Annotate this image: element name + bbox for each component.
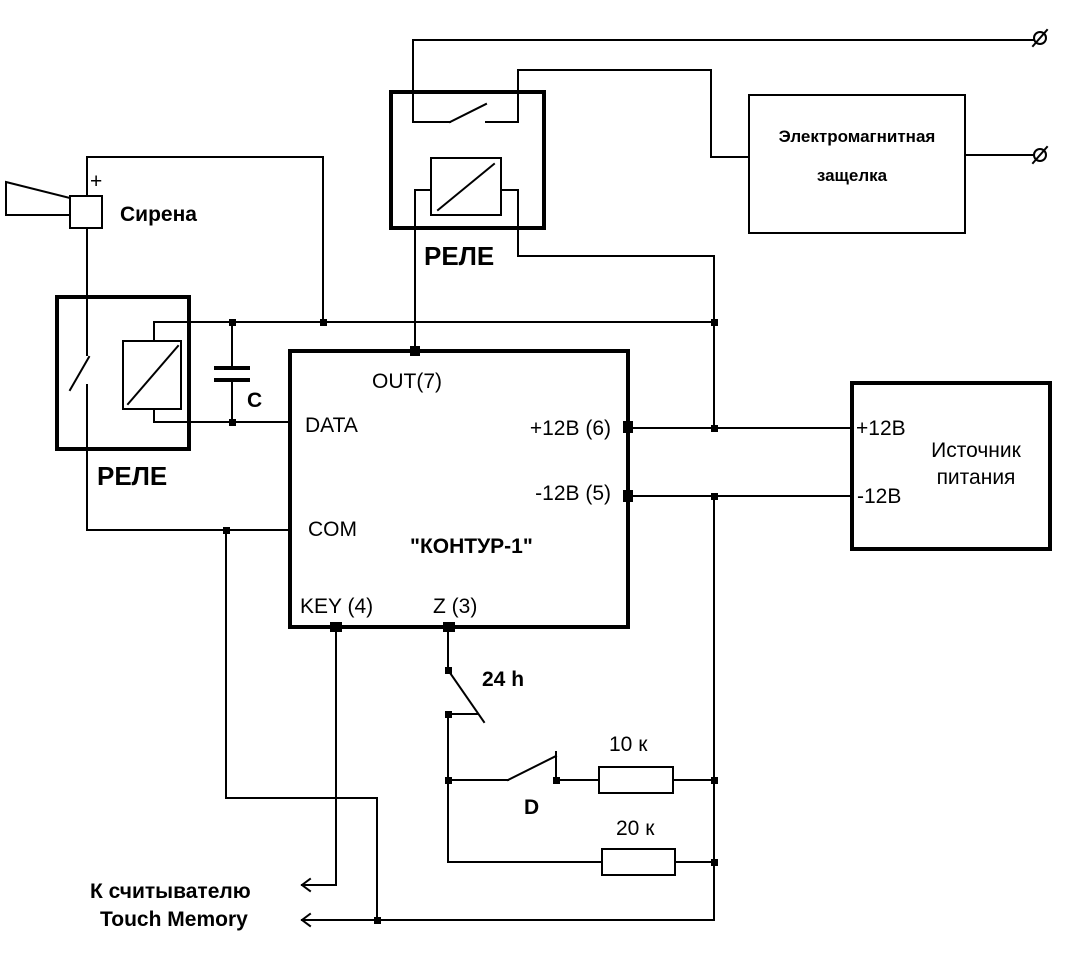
resistor-10k-label: 10 к [609,733,648,756]
reader-label-line2: Touch Memory [100,908,248,931]
reader-arrow-icon [300,877,312,928]
capacitor-label: C [247,389,262,412]
top-relay-box [389,90,546,230]
controller-plus12-label: +12В (6) [530,417,611,440]
reader-label-line1: К считывателю [90,880,251,903]
controller-out-label: OUT(7) [372,370,442,393]
top-relay-coil [430,157,502,216]
power-minus-label: -12В [857,485,901,508]
left-relay-box [55,295,191,451]
controller-minus12-label: -12В (5) [535,482,611,505]
controller-data-label: DATA [305,414,358,437]
left-relay-contact [68,227,91,531]
latch-label-line1: Электромагнитная [779,127,936,146]
controller-box [288,349,630,629]
capacitor-icon [214,321,250,423]
power-plus-label: +12В [856,417,906,440]
electromagnetic-latch-box [748,94,966,234]
controller-com-label: COM [308,518,357,541]
resistor-20k-label: 20 к [616,817,655,840]
switch-d-label: D [524,796,539,819]
terminal-top-icon [1031,28,1049,48]
power-supply-box [850,381,1052,551]
power-name-line2: питания [937,466,1016,489]
power-name-line1: Источник [931,439,1021,462]
siren-label: Сирена [120,203,197,226]
latch-label-line2: защелка [817,166,888,185]
junction-dots [223,319,718,924]
resistor-10k-icon [598,766,674,794]
switch-24h-label: 24 h [482,668,524,691]
controller-key-label: KEY (4) [300,595,373,618]
terminal-latch-icon [1031,145,1049,165]
resistor-20k-icon [601,848,676,876]
left-relay-label: РЕЛЕ [97,461,167,491]
left-relay-coil [122,340,182,410]
controller-name: "КОНТУР-1" [410,535,533,558]
siren-plus-label: + [90,170,102,193]
controller-z-label: Z (3) [433,595,477,618]
wires [86,39,1035,921]
top-relay-contact [412,39,519,124]
top-relay-label: РЕЛЕ [424,241,494,271]
